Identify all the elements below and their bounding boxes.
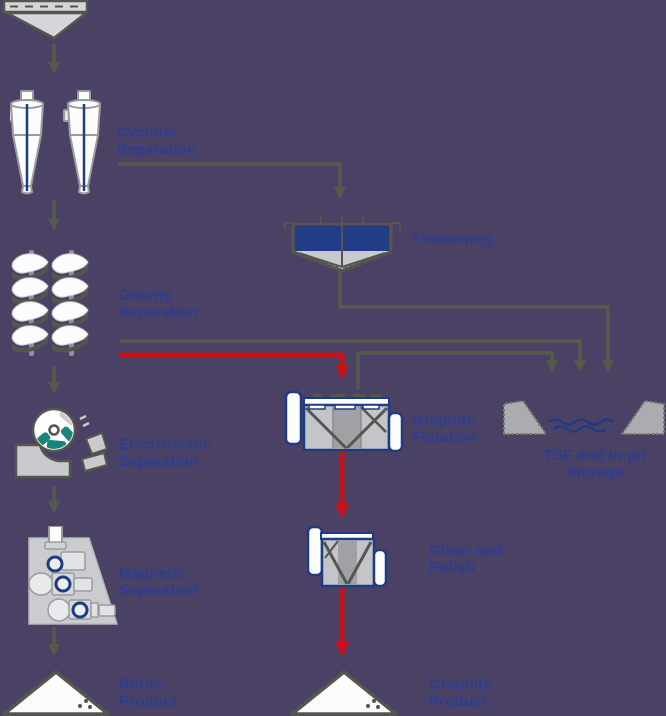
gravity-separation-label: Gravity Separation — [119, 287, 199, 321]
graphite-product-label: Graphite Product — [429, 676, 493, 710]
edge-flotation-to-tsf — [356, 351, 558, 389]
rutile-product-label: Rutile Product — [119, 676, 178, 710]
edge-gravity-to-tsf — [120, 339, 586, 372]
rutile-stockpile-icon — [0, 669, 112, 716]
electrostatic-separation-label: Electrostatic Separation — [119, 436, 212, 470]
cyclone-separation-label: Cyclone Separation — [117, 124, 197, 158]
cleaner-cell-icon — [305, 524, 389, 596]
magnetic-separator-icon — [25, 525, 125, 628]
magnetic-separation-label: Magnetic Separation — [119, 565, 199, 599]
spiral-separator-icon — [10, 250, 105, 365]
tsf-storage-label: TSF and In-pit Storage — [543, 447, 647, 481]
graphite-flotation-label: Graphite Flotation — [412, 412, 478, 446]
clean-and-polish-label: Clean and Polish — [429, 542, 503, 576]
electrostatic-drum-icon — [12, 403, 112, 485]
edge-thickening-to-tsf — [338, 272, 614, 372]
feed-conveyor-icon — [0, 0, 95, 42]
tsf-storage-icon — [502, 394, 666, 440]
graphite-stockpile-icon — [288, 669, 400, 716]
cyclone-separator-icon — [6, 88, 120, 196]
edge-gravity-to-flotation — [120, 352, 349, 379]
thickener-icon — [283, 214, 403, 276]
flotation-cell-icon — [283, 387, 405, 459]
edge-cyclone-to-thickening — [118, 162, 346, 199]
thickening-label: Thickening — [411, 231, 493, 248]
